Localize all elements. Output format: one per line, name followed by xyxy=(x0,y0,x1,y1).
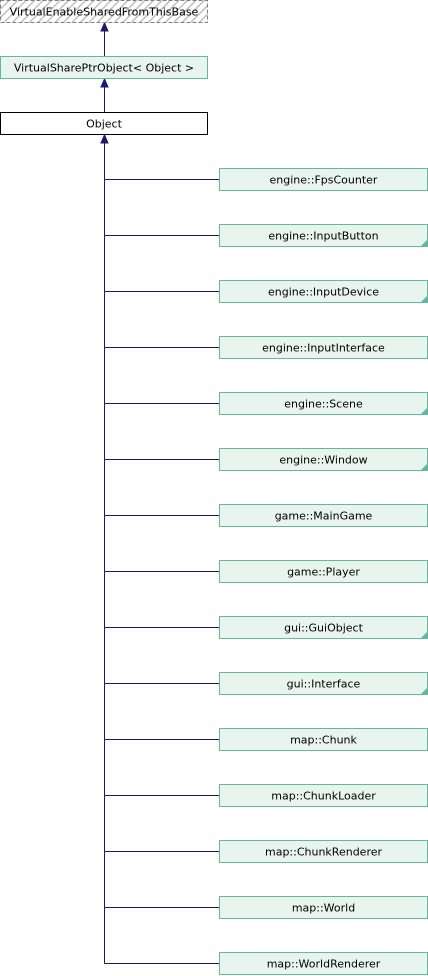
node-gui-guiobject[interactable]: gui::GuiObject xyxy=(219,616,428,639)
node-label: engine::InputButton xyxy=(268,230,378,243)
node-label: gui::Interface xyxy=(287,678,361,691)
node-box xyxy=(0,56,208,79)
node-label: Object xyxy=(86,118,123,131)
node-map-worldrenderer[interactable]: map::WorldRenderer xyxy=(219,952,428,975)
node-map-chunk[interactable]: map::Chunk xyxy=(219,728,428,751)
node-label: engine::Window xyxy=(279,454,367,467)
node-engine-inputbutton[interactable]: engine::InputButton xyxy=(219,224,428,247)
node-engine-inputdevice[interactable]: engine::InputDevice xyxy=(219,280,428,303)
node-label: VirtualEnableSharedFromThisBase xyxy=(10,6,199,19)
edges xyxy=(100,21,219,964)
node-game-player[interactable]: game::Player xyxy=(219,560,428,583)
node-label: map::WorldRenderer xyxy=(267,958,381,971)
node-engine-scene[interactable]: engine::Scene xyxy=(219,392,428,415)
node-label: engine::FpsCounter xyxy=(270,174,378,187)
node-engine-window[interactable]: engine::Window xyxy=(219,448,428,471)
inheritance-arrowhead-icon xyxy=(100,21,109,32)
inheritance-arrowhead-icon xyxy=(100,77,109,88)
node-engine-inputinterface[interactable]: engine::InputInterface xyxy=(219,336,428,359)
more-derived-marker-icon xyxy=(421,408,427,414)
more-derived-marker-icon xyxy=(421,240,427,246)
node-label: engine::Scene xyxy=(284,398,363,411)
node-object: Object xyxy=(0,112,208,135)
node-map-world[interactable]: map::World xyxy=(219,896,428,919)
node-label: game::MainGame xyxy=(275,510,373,523)
node-label: engine::InputInterface xyxy=(262,342,385,355)
node-label: VirtualSharePtrObject< Object > xyxy=(14,62,194,75)
more-derived-marker-icon xyxy=(421,464,427,470)
node-label: map::ChunkLoader xyxy=(271,790,376,803)
node-game-maingame[interactable]: game::MainGame xyxy=(219,504,428,527)
node-label: map::World xyxy=(292,902,355,915)
node-gui-interface[interactable]: gui::Interface xyxy=(219,672,428,695)
node-map-chunkloader[interactable]: map::ChunkLoader xyxy=(219,784,428,807)
node-label: engine::InputDevice xyxy=(268,286,379,299)
node-virtual-enable-shared-from-this-base[interactable]: VirtualEnableSharedFromThisBase xyxy=(0,0,208,23)
node-label: map::ChunkRenderer xyxy=(265,846,383,859)
more-derived-marker-icon xyxy=(421,296,427,302)
inheritance-arrowhead-icon xyxy=(100,133,109,144)
node-box xyxy=(0,0,208,23)
more-derived-marker-icon xyxy=(421,632,427,638)
node-map-chunkrenderer[interactable]: map::ChunkRenderer xyxy=(219,840,428,863)
node-virtual-share-ptr-object[interactable]: VirtualSharePtrObject< Object > xyxy=(0,56,208,79)
node-engine-fpscounter[interactable]: engine::FpsCounter xyxy=(219,168,428,191)
more-derived-marker-icon xyxy=(421,688,427,694)
node-label: map::Chunk xyxy=(290,734,357,747)
node-label: game::Player xyxy=(287,566,360,579)
node-box xyxy=(0,112,208,135)
node-label: gui::GuiObject xyxy=(284,622,363,635)
